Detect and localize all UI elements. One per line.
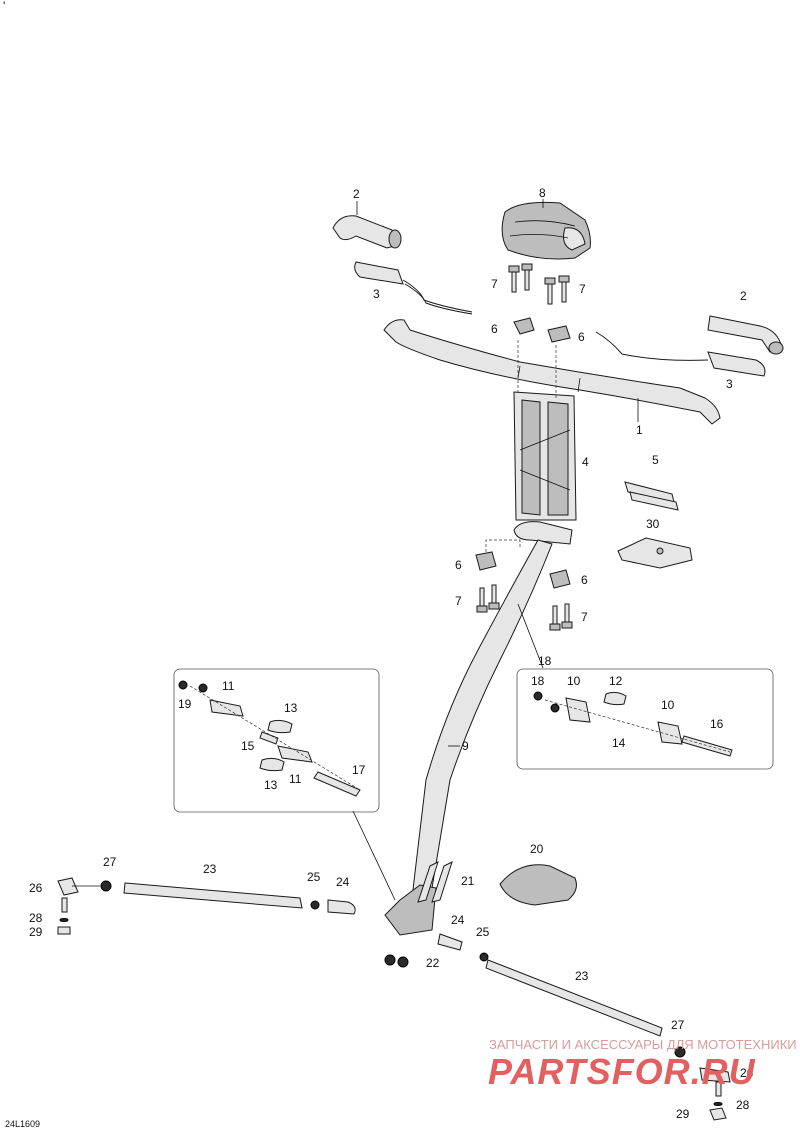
callout-9: 9 [462, 739, 469, 753]
callout-6-a: 6 [491, 322, 498, 336]
callout-26-right: 26 [740, 1066, 754, 1080]
callout-19: 19 [178, 697, 192, 711]
callout-24-left: 24 [336, 875, 350, 889]
part-2-grip-right [707, 315, 784, 355]
callout-15: 15 [241, 739, 255, 753]
callout-18-b: 18 [531, 674, 545, 688]
callout-22: 22 [426, 956, 440, 970]
callout-29-right: 29 [676, 1107, 690, 1121]
callout-18-box: 18 [538, 654, 552, 668]
callout-25-left: 25 [307, 870, 321, 884]
callout-4: 4 [582, 455, 589, 469]
callout-21: 21 [461, 874, 475, 888]
callout-7-d: 7 [581, 610, 588, 624]
callout-3-right: 3 [726, 377, 733, 391]
callout-2-left: 2 [353, 187, 360, 201]
part-22-nuts [384, 954, 409, 968]
callout-2-right: 2 [740, 289, 747, 303]
callout-1: 1 [636, 423, 643, 437]
part-6-7-bottom-hardware [475, 539, 573, 631]
part-3-heated-grip-right [595, 331, 766, 377]
callout-7-b: 7 [579, 282, 586, 296]
detail-box-left [173, 668, 380, 813]
callout-6-d: 6 [581, 573, 588, 587]
part-20-cover [499, 864, 577, 906]
callout-14: 14 [612, 736, 626, 750]
callout-17: 17 [352, 763, 366, 777]
part-2-grip-left [332, 215, 402, 249]
callout-7-c: 7 [455, 594, 462, 608]
part-30-plate [617, 537, 693, 569]
callout-11-b: 11 [289, 772, 302, 786]
watermark-tagline: ЗАПЧАСТИ И АКСЕССУАРЫ ДЛЯ МОТОТЕХНИКИ [489, 1037, 797, 1052]
callout-13-b: 13 [264, 778, 278, 792]
callout-11-a: 11 [222, 679, 235, 693]
part-6-clamp-top-right [547, 325, 571, 343]
callout-28-right: 28 [736, 1098, 750, 1112]
callout-10-a: 10 [567, 674, 581, 688]
callout-7-a: 7 [491, 277, 498, 291]
callout-29-left: 29 [29, 925, 43, 939]
callout-23-right: 23 [575, 969, 589, 983]
callout-27-left: 27 [103, 855, 117, 869]
callouts: 2 8 3 7 7 6 6 2 3 1 4 5 30 6 6 7 7 18 9 … [29, 186, 754, 1121]
callout-6-b: 6 [578, 330, 585, 344]
watermark-brand: PARTSFOR.RU [488, 1051, 756, 1092]
callout-10-b: 10 [661, 698, 675, 712]
corner-mark: ' [3, 0, 5, 13]
part-1-handlebar [383, 319, 721, 425]
callout-20: 20 [530, 842, 544, 856]
detail-box-right [516, 668, 774, 770]
tie-rod-right [437, 933, 731, 1121]
callout-26-left: 26 [29, 881, 43, 895]
watermark: ЗАПЧАСТИ И АКСЕССУАРЫ ДЛЯ МОТОТЕХНИКИ PA… [488, 1037, 797, 1092]
callout-23-left: 23 [203, 862, 217, 876]
callout-16: 16 [710, 717, 724, 731]
callout-30: 30 [646, 517, 660, 531]
callout-12: 12 [609, 674, 623, 688]
part-21-bolts [417, 861, 453, 903]
tie-rod-left [57, 877, 356, 935]
part-8-steering-pad [501, 201, 591, 260]
callout-28-left: 28 [29, 911, 43, 925]
callout-25-right: 25 [476, 925, 490, 939]
leader-box-right [517, 603, 544, 669]
callout-24-right: 24 [451, 913, 465, 927]
part-5-clip [624, 481, 679, 511]
callout-6-c: 6 [455, 558, 462, 572]
part-7-bolts-top [508, 263, 570, 400]
callout-27-right: 27 [671, 1018, 685, 1032]
callout-8: 8 [539, 186, 546, 200]
part-6-clamp-top-left [513, 317, 535, 335]
callout-3-left: 3 [373, 287, 380, 301]
part-4-riser-block [513, 391, 577, 521]
callout-5: 5 [652, 453, 659, 467]
part-3-heated-grip-left [354, 261, 473, 315]
leader-box-left [352, 810, 396, 901]
diagram-code: 24L1609 [5, 1119, 40, 1129]
callout-13-a: 13 [284, 701, 298, 715]
